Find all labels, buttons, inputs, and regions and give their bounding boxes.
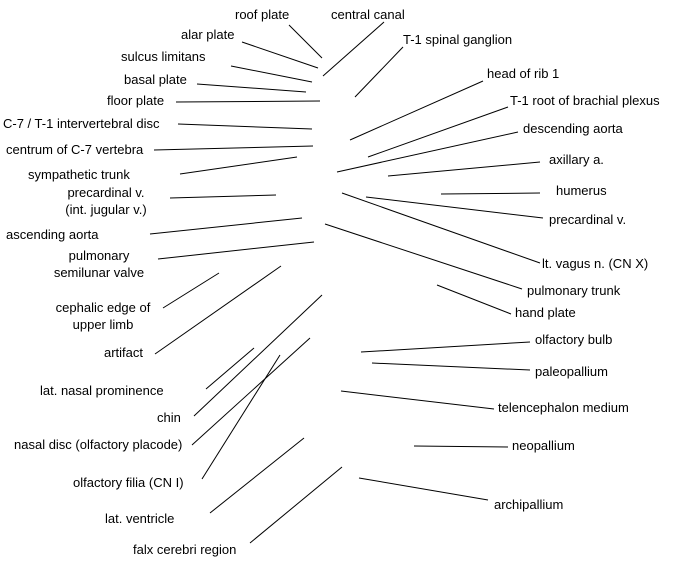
leader-cephalic-edge bbox=[162, 272, 220, 309]
leader-central-canal bbox=[322, 21, 385, 77]
label-precardinal-int-jugular-line1: precardinal v. bbox=[67, 185, 145, 200]
label-t1-spinal-ganglion: T-1 spinal ganglion bbox=[403, 32, 513, 47]
label-artifact: artifact bbox=[104, 345, 144, 360]
label-basal-plate: basal plate bbox=[124, 72, 187, 87]
leader-axillary-a bbox=[387, 161, 541, 177]
leader-paleopallium bbox=[371, 362, 531, 371]
leader-nasal-disc bbox=[191, 337, 311, 446]
leader-pulmonary-trunk bbox=[324, 223, 523, 290]
leader-basal-plate bbox=[196, 83, 307, 93]
leader-olfactory-bulb bbox=[360, 341, 531, 353]
label-precardinal-int-jugular-line2: (int. jugular v.) bbox=[65, 202, 147, 217]
label-t1-root-brachial-plexus: T-1 root of brachial plexus bbox=[510, 93, 660, 108]
label-nasal-disc: nasal disc (olfactory placode) bbox=[14, 437, 183, 452]
leader-lat-ventricle bbox=[209, 437, 305, 514]
label-precardinal-int-jugular: precardinal v. (int. jugular v.) bbox=[47, 184, 165, 218]
leader-sulcus-limitans bbox=[230, 65, 313, 83]
leader-roof-plate bbox=[288, 24, 323, 59]
label-floor-plate: floor plate bbox=[107, 93, 165, 108]
leader-t1-spinal-ganglion bbox=[354, 46, 404, 98]
label-ascending-aorta: ascending aorta bbox=[6, 227, 99, 242]
label-alar-plate: alar plate bbox=[181, 27, 235, 42]
leader-t1-root-brachial bbox=[367, 106, 509, 158]
label-olfactory-bulb: olfactory bulb bbox=[535, 332, 613, 347]
label-olfactory-filia: olfactory filia (CN I) bbox=[73, 475, 184, 490]
label-roof-plate: roof plate bbox=[235, 7, 290, 22]
leader-pulmonary-valve bbox=[157, 241, 315, 260]
label-humerus: humerus bbox=[556, 183, 607, 198]
leader-artifact bbox=[154, 265, 282, 355]
label-telencephalon-medium: telencephalon medium bbox=[498, 400, 629, 415]
leader-precardinal-v bbox=[365, 196, 544, 219]
label-descending-aorta: descending aorta bbox=[523, 121, 623, 136]
leader-telencephalon-medium bbox=[340, 390, 495, 410]
leader-precardinal-jugular bbox=[169, 194, 277, 199]
leader-hand-plate bbox=[436, 284, 512, 315]
label-sulcus-limitans: sulcus limitans bbox=[121, 49, 206, 64]
label-pulmonary-valve-line2: semilunar valve bbox=[53, 265, 145, 280]
leader-descending-aorta bbox=[336, 131, 519, 173]
label-cephalic-edge-upper-limb: cephalic edge of upper limb bbox=[40, 299, 166, 333]
leader-floor-plate bbox=[175, 100, 321, 103]
leader-chin bbox=[193, 294, 323, 417]
label-sympathetic-trunk: sympathetic trunk bbox=[28, 167, 130, 182]
label-centrum-c7: centrum of C-7 vertebra bbox=[6, 142, 144, 157]
label-precardinal-v: precardinal v. bbox=[549, 212, 627, 227]
label-hand-plate: hand plate bbox=[515, 305, 576, 320]
leader-c7-t1-disc bbox=[177, 123, 313, 130]
label-falx-cerebri-region: falx cerebri region bbox=[133, 542, 237, 557]
label-cephalic-edge-line2: upper limb bbox=[72, 317, 134, 332]
leader-lat-nasal-prominence bbox=[205, 347, 255, 390]
leader-sympathetic-trunk bbox=[179, 156, 298, 175]
label-head-of-rib-1: head of rib 1 bbox=[487, 66, 560, 81]
label-central-canal: central canal bbox=[331, 7, 405, 22]
leader-neopallium bbox=[413, 445, 509, 448]
label-lat-nasal-prominence: lat. nasal prominence bbox=[40, 383, 164, 398]
label-c7-t1-disc: C-7 / T-1 intervertebral disc bbox=[3, 116, 160, 131]
label-pulmonary-valve-line1: pulmonary bbox=[68, 248, 130, 263]
leader-ascending-aorta bbox=[149, 217, 303, 235]
leader-lt-vagus bbox=[341, 192, 541, 264]
label-archipallium: archipallium bbox=[494, 497, 564, 512]
leader-humerus bbox=[440, 192, 541, 195]
label-lat-ventricle: lat. ventricle bbox=[105, 511, 175, 526]
leader-olfactory-filia bbox=[201, 354, 281, 480]
label-chin: chin bbox=[157, 410, 181, 425]
label-pulmonary-trunk: pulmonary trunk bbox=[527, 283, 621, 298]
label-lt-vagus: lt. vagus n. (CN X) bbox=[542, 256, 649, 271]
label-neopallium: neopallium bbox=[512, 438, 575, 453]
label-cephalic-edge-line1: cephalic edge of bbox=[55, 300, 151, 315]
leader-centrum-c7 bbox=[153, 145, 314, 151]
leader-alar-plate bbox=[241, 41, 319, 69]
label-axillary-a: axillary a. bbox=[549, 152, 604, 167]
leader-archipallium bbox=[358, 477, 489, 501]
label-pulmonary-semilunar-valve: pulmonary semilunar valve bbox=[44, 247, 154, 281]
leader-falx-cerebri bbox=[249, 466, 343, 544]
label-paleopallium: paleopallium bbox=[535, 364, 608, 379]
leader-head-of-rib-1 bbox=[349, 80, 484, 141]
